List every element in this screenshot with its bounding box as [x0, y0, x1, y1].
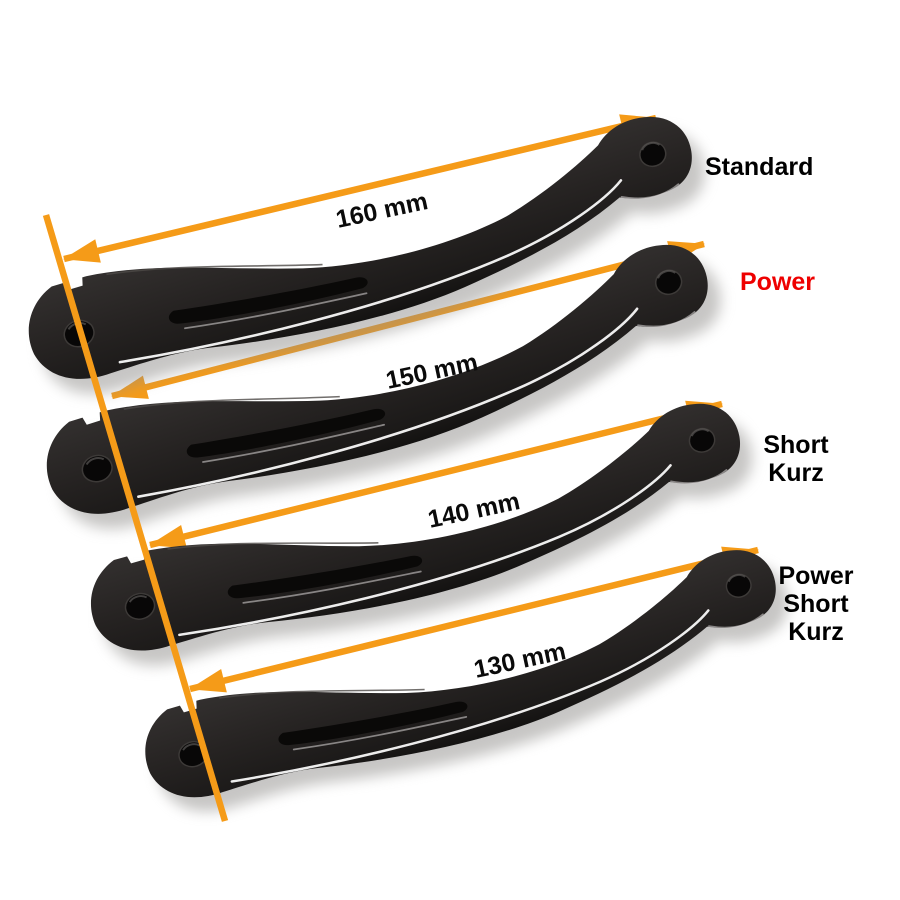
lever-name-short-kurz: Short Kurz [763, 431, 829, 487]
dimension-arrow-140mm [149, 400, 723, 549]
dimension-arrow-160mm [63, 114, 657, 263]
lever-name-standard: Standard [705, 153, 814, 181]
dimension-arrow-130mm [189, 546, 759, 693]
lever-name-power-short-kurz: Power Short Kurz [778, 562, 854, 646]
pivot-reference-line [42, 214, 229, 822]
lever-name-power: Power [740, 268, 816, 296]
dimension-arrows [63, 114, 759, 693]
